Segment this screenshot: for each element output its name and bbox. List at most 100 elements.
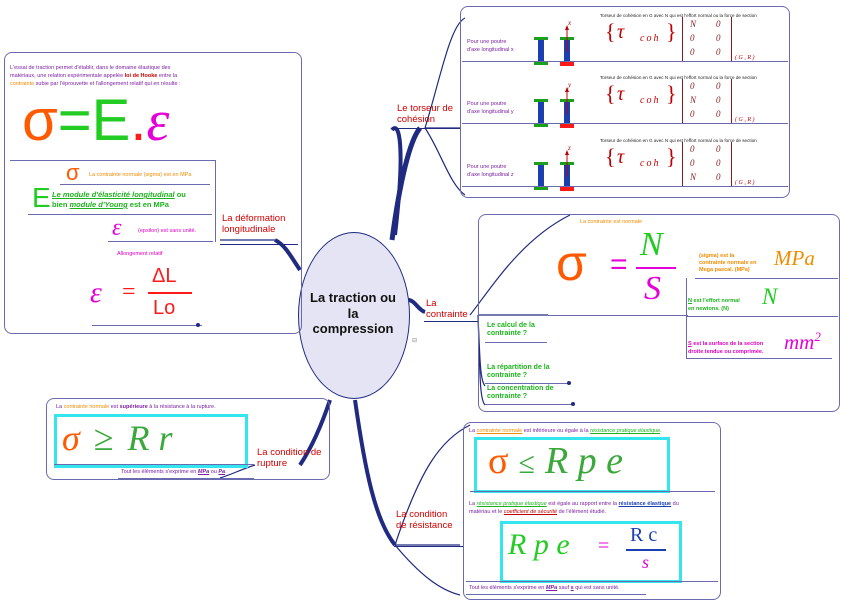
contrainte-numerator: N (640, 226, 663, 263)
torseur-coh: coh (640, 33, 661, 44)
torseur-row-underline (462, 61, 788, 62)
e-description-1: Le module d'élasticité longitudinal ou (52, 190, 186, 199)
contrainte-n-desc-2: en newtons. (N) (688, 306, 729, 312)
torseur-brace: { (605, 81, 616, 106)
torseur-tau: τ (617, 146, 625, 168)
contrainte-concentr[interactable]: La concentration de contrainte ? (487, 385, 554, 401)
torseur-matrix-cell: 0 (716, 172, 721, 182)
resistance-mid-line-2: matériau et le coefficient de sécurité d… (469, 509, 607, 515)
contrainte-unit-mpa: MPa (774, 246, 815, 270)
resistance-formula2-bar (626, 549, 666, 551)
resistance-note-underline (466, 594, 646, 595)
torseur-matrix-cell: 0 (690, 144, 695, 154)
torseur-matrix-cell: 0 (716, 47, 721, 57)
contrainte-unit-mm2: mm2 (784, 329, 821, 354)
torseur-row-description: Torseur de cohésion en G avec N qui est … (600, 13, 757, 18)
torseur-matrix-cell: 0 (690, 109, 695, 119)
contrainte-title-underline (424, 321, 479, 322)
torseur-row-description: Torseur de cohésion en G avec N qui est … (600, 75, 757, 80)
torseur-row-label-2: d'axe longitudinal z (467, 172, 514, 178)
central-node-label: La traction ou la compression (310, 290, 396, 337)
torseur-panel (460, 6, 790, 198)
contrainte-repart[interactable]: La répartition de la contrainte ? (487, 364, 550, 380)
contrainte-repart-underline (485, 383, 569, 384)
resistance-formula2-num: R c (630, 524, 658, 546)
rupture-formula: σ≥R r (62, 418, 173, 458)
deformation-intro-line-3: contrainte subie par l'éprouvette et l'a… (10, 81, 181, 87)
contrainte-sigma-desc-2: contrainte normale en (699, 260, 757, 266)
torseur-matrix-cell: N (690, 19, 697, 29)
torseur-brace-close: } (666, 19, 677, 44)
allongement-fraction-bar (148, 292, 192, 294)
torseur-matrix-cell: 0 (716, 158, 721, 168)
torseur-matrix-cell: N (690, 95, 697, 105)
resistance-formula2-underline (466, 581, 718, 582)
allongement-label: Allongement relatif (117, 251, 163, 257)
contrainte-panel (478, 214, 840, 412)
resistance-title[interactable]: La condition de résistance (396, 509, 453, 532)
torseur-axis-label: y (568, 81, 572, 89)
allongement-equals: = (122, 279, 136, 305)
contrainte-unit-n: N (762, 284, 778, 309)
contrainte-title[interactable]: La contrainte (426, 298, 468, 321)
deformation-panel (4, 52, 302, 334)
torseur-row-underline (462, 123, 788, 124)
contrainte-calc-vline (686, 278, 687, 358)
contrainte-sigma-desc-3: Mega pascal. (MPa) (699, 267, 750, 273)
contrainte-equals: = (610, 248, 628, 281)
contrainte-denominator: S (644, 270, 661, 307)
contrainte-repart-dot (567, 381, 571, 385)
torseur-matrix-cell: 0 (716, 109, 721, 119)
torseur-basis: ( G , R ) (735, 180, 755, 186)
torseur-matrix-cell: 0 (690, 81, 695, 91)
torseur-matrix-cell: 0 (716, 144, 721, 154)
contrainte-top-label: La contrainte est normale (580, 219, 643, 225)
torseur-matrix (682, 79, 732, 123)
allongement-underline (92, 325, 202, 326)
contrainte-s-desc-1: S est la surface de la section (688, 341, 764, 347)
rupture-note-underline (118, 478, 254, 479)
deformation-divider (10, 160, 215, 161)
resistance-formula2-eq: = (598, 535, 610, 557)
central-node[interactable] (298, 232, 410, 399)
rupture-title[interactable]: La condition de rupture (257, 447, 322, 470)
torseur-row-label-1: Pour une poutre (467, 164, 507, 170)
deformation-title[interactable]: La déformation longitudinale (222, 213, 286, 236)
allongement-denominator: Lo (153, 297, 176, 319)
deformation-title-underline (220, 244, 298, 245)
torseur-matrix-cell: 0 (716, 19, 721, 29)
epsilon-description: (epsilon) est sans unité. (138, 228, 197, 234)
sigma-symbol-fallback: σ (66, 160, 80, 185)
allongement-numerator: ΔL (152, 265, 177, 287)
torseur-tau: τ (617, 21, 625, 43)
torseur-axis-label: z (568, 144, 571, 152)
torseur-matrix-cell: 0 (690, 158, 695, 168)
contrainte-s-underline (686, 358, 832, 359)
rupture-panel (46, 398, 330, 480)
rupture-formula-underline (54, 464, 254, 465)
contrainte-fraction-bar (636, 267, 676, 269)
resistance-title-underline (394, 546, 464, 547)
contrainte-s-desc-2: droite tendue ou comprimée. (688, 349, 764, 355)
contrainte-sigma: σ (556, 235, 587, 291)
sigma-underline (60, 184, 210, 185)
torseur-coh: coh (640, 158, 661, 169)
torseur-matrix-cell: 0 (716, 95, 721, 105)
torseur-matrix-cell: 0 (690, 33, 695, 43)
contrainte-calc[interactable]: Le calcul de la contrainte ? (487, 322, 535, 338)
beam-icon (534, 150, 574, 191)
sigma-description: La contrainte normale (sigma) est en MPa (89, 172, 192, 178)
contrainte-sigma-desc-1: (sigma) est la (699, 253, 735, 259)
e-underline (28, 214, 212, 215)
minus-icon[interactable]: ⊟ (412, 338, 418, 344)
epsilon-symbol: ε (112, 215, 122, 241)
torseur-matrix-cell: N (690, 172, 697, 182)
contrainte-calc-underline (485, 342, 547, 343)
torseur-title[interactable]: Le torseur de cohésion (397, 103, 453, 126)
e-symbol: E (32, 182, 51, 213)
hooke-formula: σ=E.ε (22, 88, 170, 153)
contrainte-n-desc-1: N est l'effort normal (688, 298, 740, 304)
resistance-formula: σ≤R p e (488, 440, 624, 482)
resistance-description: La contrainte normale est inférieure ou … (469, 428, 662, 434)
resistance-note: Tout les éléments s'exprime en MPa sauf … (469, 585, 620, 591)
